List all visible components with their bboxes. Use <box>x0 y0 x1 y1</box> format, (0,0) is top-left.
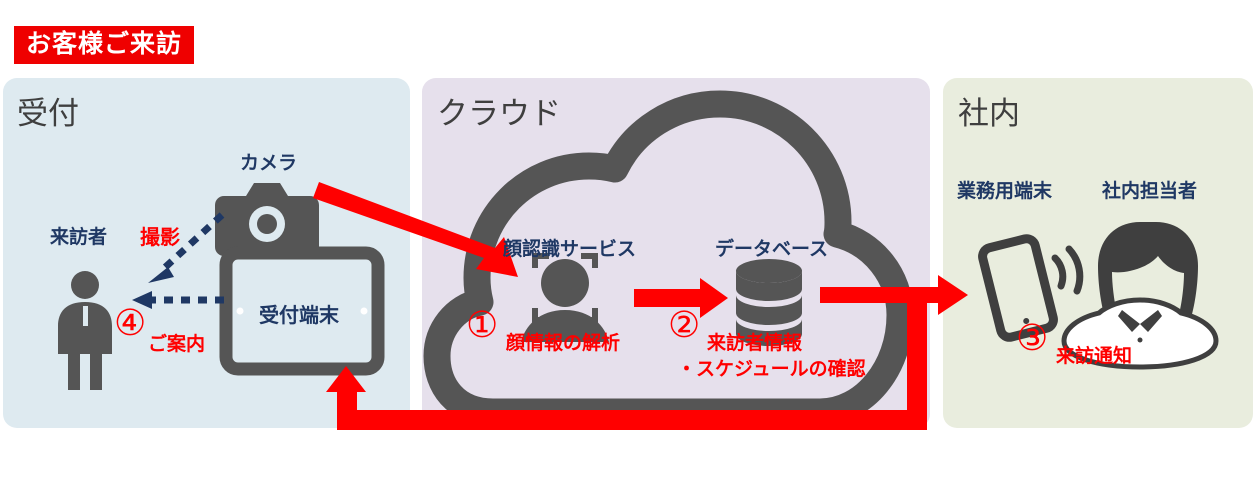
step-2-number: ② <box>668 304 701 345</box>
step-2-label-line1: 来訪者情報 <box>707 333 803 354</box>
red-arrow-cloud-to-internal <box>820 275 968 315</box>
tablet-label: 受付端末 <box>259 305 339 327</box>
panel-internal <box>943 78 1253 428</box>
step-4-number: ④ <box>114 302 147 343</box>
female-staff-icon <box>1061 222 1219 370</box>
step-3-label: 来訪通知 <box>1056 346 1133 367</box>
panel-title-reception: 受付 <box>17 96 79 131</box>
business-device-label: 業務用端末 <box>957 181 1053 202</box>
camera-icon <box>215 183 319 256</box>
database-label: データベース <box>715 239 829 260</box>
visitor-label: 来訪者 <box>50 227 108 248</box>
panel-title-internal: 社内 <box>958 96 1020 131</box>
red-arrow-face-to-database <box>634 278 728 318</box>
database-icon <box>736 259 802 346</box>
step-2-label-line2: ・スケジュールの確認 <box>677 359 866 380</box>
face-recognition-icon <box>521 253 609 342</box>
step-4-label: ご案内 <box>148 334 206 355</box>
dotted-arrow-capture <box>148 212 225 283</box>
red-arrow-return-to-tablet <box>326 295 927 430</box>
step-1-label: 顔情報の解析 <box>506 333 621 354</box>
face-service-label: 顔認識サービス <box>503 239 637 260</box>
tablet-icon <box>219 246 385 376</box>
red-arrow-capture-to-cloud <box>313 182 518 277</box>
dotted-arrow-guidance <box>132 291 224 309</box>
step-1-number: ① <box>466 304 499 345</box>
step-3-number: ③ <box>1016 317 1049 358</box>
person-icon <box>58 271 112 390</box>
panel-title-cloud: クラウド <box>437 96 561 131</box>
cloud-outline-icon <box>423 90 914 426</box>
visit-banner: お客様ご来訪 <box>14 26 195 65</box>
mobile-notification-icon <box>978 234 1084 342</box>
capture-label: 撮影 <box>140 227 180 249</box>
staff-label: 社内担当者 <box>1102 181 1198 202</box>
camera-label: カメラ <box>240 153 298 174</box>
